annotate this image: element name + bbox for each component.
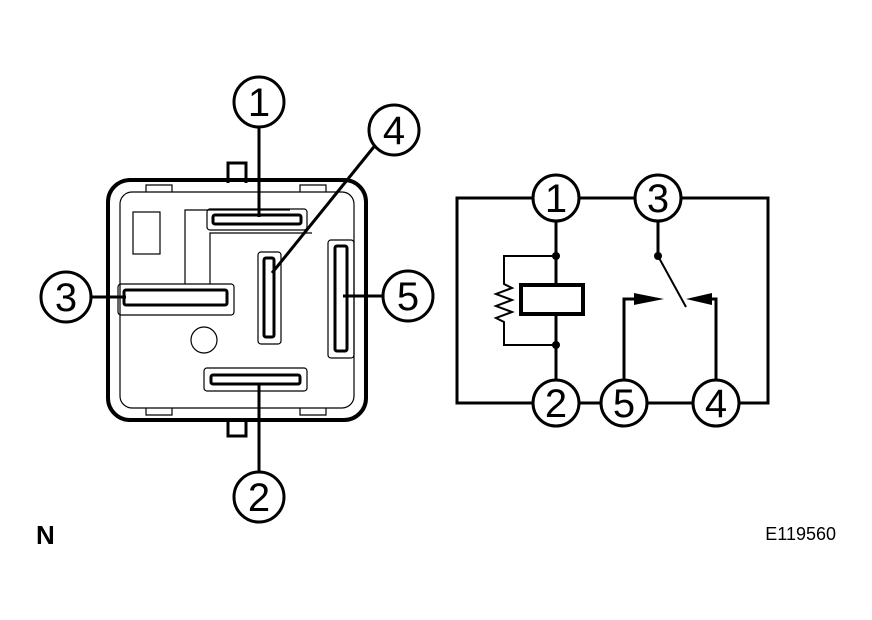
- schematic-circle-2: [531, 378, 581, 428]
- relay-locating-hole: [190, 326, 218, 354]
- terminal-blade-1: [206, 208, 308, 231]
- relay-pin-label-4: 4: [383, 109, 405, 153]
- schematic-circle-1: [531, 173, 581, 223]
- schematic-pin-label-4: 4: [705, 382, 727, 426]
- terminal-blade-2: [203, 367, 308, 392]
- relay-pin-label-2: 2: [248, 476, 270, 520]
- callout-circle-4: [367, 103, 421, 157]
- contact-5-wire: [622, 297, 637, 380]
- relay-bottom-tab: [226, 420, 248, 438]
- relay-pin-label-3: 3: [55, 276, 77, 320]
- relay-pin-label-1: 1: [248, 81, 270, 125]
- schematic-pin-label-5: 5: [613, 382, 635, 426]
- schematic-pin-label-1: 1: [545, 177, 567, 221]
- schematic-circle-5: [599, 378, 649, 428]
- relay-callout-circles: [39, 75, 435, 524]
- callout-circle-3: [39, 270, 93, 324]
- contact-4-wire: [706, 297, 718, 380]
- relay-pin-label-5: 5: [397, 275, 419, 319]
- corner-label: N: [36, 520, 55, 550]
- schematic-pin-label-3: 3: [647, 177, 669, 221]
- relay-rib-inner: [209, 232, 312, 284]
- contact-4-arrow: [686, 293, 712, 305]
- leader-lines: [92, 127, 383, 472]
- terminal-blade-5: [327, 239, 355, 359]
- callout-circle-1: [232, 75, 286, 129]
- switch-arm: [657, 255, 687, 308]
- schematic-circle-4: [691, 378, 741, 428]
- schematic-pin-label-2: 2: [545, 382, 567, 426]
- schematic-outer-wire: [455, 196, 770, 405]
- terminal-blade-4: [257, 251, 282, 345]
- callout-circle-2: [232, 470, 286, 524]
- relay-schematic: [455, 196, 770, 405]
- schematic-circle-3: [633, 173, 683, 223]
- terminal-blade-3: [117, 283, 235, 316]
- schematic-pin-circles: [531, 173, 741, 428]
- contact-5-arrow: [634, 293, 664, 305]
- resistor-symbol: [493, 255, 556, 346]
- relay-terminal-view: [39, 75, 435, 524]
- relay-rib-outer: [184, 209, 290, 284]
- coil-symbol: [519, 283, 585, 316]
- relay-corner-notches: [145, 184, 327, 416]
- relay-top-tab: [226, 161, 248, 183]
- relay-housing: [106, 178, 368, 422]
- relay-label-recess: [132, 211, 161, 255]
- callout-circle-5: [381, 269, 435, 323]
- figure-code: E119560: [765, 524, 836, 544]
